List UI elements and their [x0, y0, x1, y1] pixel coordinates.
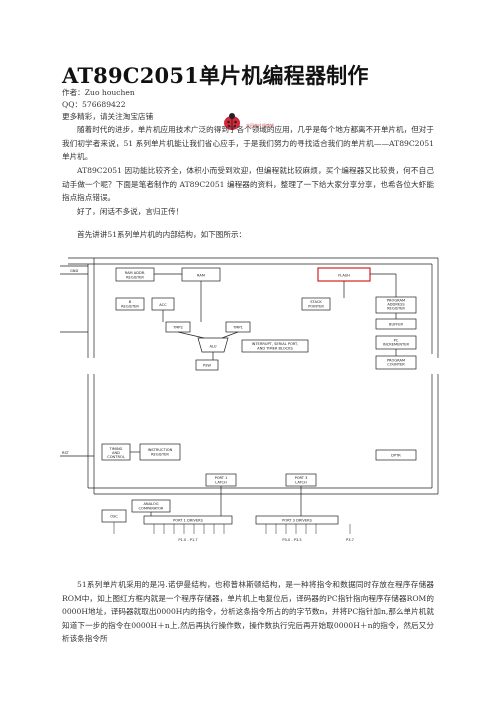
instruction-register-label-1: INSTRUCTION	[148, 448, 173, 452]
port1-latch-label-2: LATCH	[215, 481, 227, 485]
prog-addr-label-1: PROGRAM	[387, 299, 405, 303]
stack-pointer-label-1: STACK	[310, 300, 322, 304]
timing-label-3: CONTROL	[107, 455, 125, 459]
tmp1-label: TMP1	[232, 326, 243, 330]
p37-pin-label: P3.7	[346, 538, 354, 542]
ram-addr-label-2: REGISTER	[126, 276, 144, 280]
psw-label: PSW	[203, 364, 211, 368]
osc-label: OSC	[110, 515, 118, 519]
paragraph-2: AT89C2051 因功能比较齐全，体积小而受到欢迎，但编程就比较麻烦，买个编程…	[62, 166, 434, 203]
paragraph-5: 51系列单片机采用的是冯.诺伊曼结构，也称普林斯顿结构，是一种将指令和数据同时存…	[62, 580, 434, 644]
prog-addr-label-2: ADDRESS	[387, 303, 405, 307]
shop-name-logo: 吉田单片机商城	[246, 123, 274, 128]
port3-latch-label-1: PORT 3	[295, 476, 308, 480]
instruction-register-label-2: REGISTER	[151, 453, 169, 457]
page-title: AT89C2051单片机编程器制作	[62, 63, 369, 88]
dptr-label: DPTR	[391, 454, 401, 458]
ladybug-logo-icon	[221, 112, 243, 136]
b-register-label-1: B	[129, 300, 132, 304]
timing-label-1: TIMING	[109, 447, 123, 451]
analog-comparator-label-1: ANALOG	[143, 502, 158, 506]
program-counter-label-2: COUNTER	[387, 363, 405, 367]
interrupt-label-2: AND TIMER BLOCKS	[257, 347, 293, 351]
alu-label: ALU	[210, 345, 217, 349]
port3-latch-label-2: LATCH	[295, 481, 307, 485]
ram-addr-label-1: RAM ADDR.	[125, 271, 146, 275]
timing-label-2: AND	[112, 451, 120, 455]
author-line: 作者：Zuo houchen	[62, 88, 135, 97]
p3-pins-label: P3.0 - P3.5	[282, 538, 301, 542]
port1-drivers-label: PORT 1 DRIVERS	[173, 519, 204, 523]
flash-label: FLASH	[338, 274, 350, 278]
buffer-label: BUFFER	[389, 323, 404, 327]
p1-pins-label: P1.0 - P1.7	[178, 538, 197, 542]
interrupt-label-1: INTERRUPT, SERIAL PORT,	[252, 342, 299, 346]
port1-latch-label-1: PORT 1	[215, 476, 228, 480]
acc-label: ACC	[159, 303, 167, 307]
mcu-block-diagram-lower: RST TIMING AND CONTROL INSTRUCTION REGIS…	[60, 374, 439, 542]
b-register-label-2: REGISTER	[121, 305, 139, 309]
prog-addr-label-3: REGISTER	[387, 307, 405, 311]
shop-line: 更多精彩，请关注淘宝店铺	[62, 112, 154, 121]
stack-pointer-label-2: POINTER	[308, 305, 324, 309]
paragraph-1: 随着时代的进步，单片机应用技术广泛的得到了各个领域的应用，几乎是每个地方都离不开…	[62, 125, 434, 162]
tmp2-label: TMP2	[172, 326, 183, 330]
port3-drivers-label: PORT 3 DRIVERS	[282, 519, 313, 523]
gnd-label: GND	[70, 269, 78, 273]
program-counter-label-1: PROGRAM	[387, 359, 405, 363]
analog-comparator-label-2: COMPARATOR	[139, 507, 164, 511]
qq-line: QQ：576689422	[62, 100, 126, 109]
ram-label: RAM	[197, 274, 205, 278]
paragraph-4: 首先讲讲51系列单片机的内部结构，如下图所示：	[77, 230, 247, 239]
rst-label: RST	[62, 451, 70, 455]
mcu-block-diagram: GND RAM ADDR. REGISTER RAM FLASH B REGIS…	[60, 257, 439, 371]
pc-incrementer-label-1: PC	[394, 339, 399, 343]
paragraph-3: 好了，闲话不多说，言归正传！	[77, 207, 184, 216]
pc-incrementer-label-2: INCREMENTER	[383, 343, 410, 347]
